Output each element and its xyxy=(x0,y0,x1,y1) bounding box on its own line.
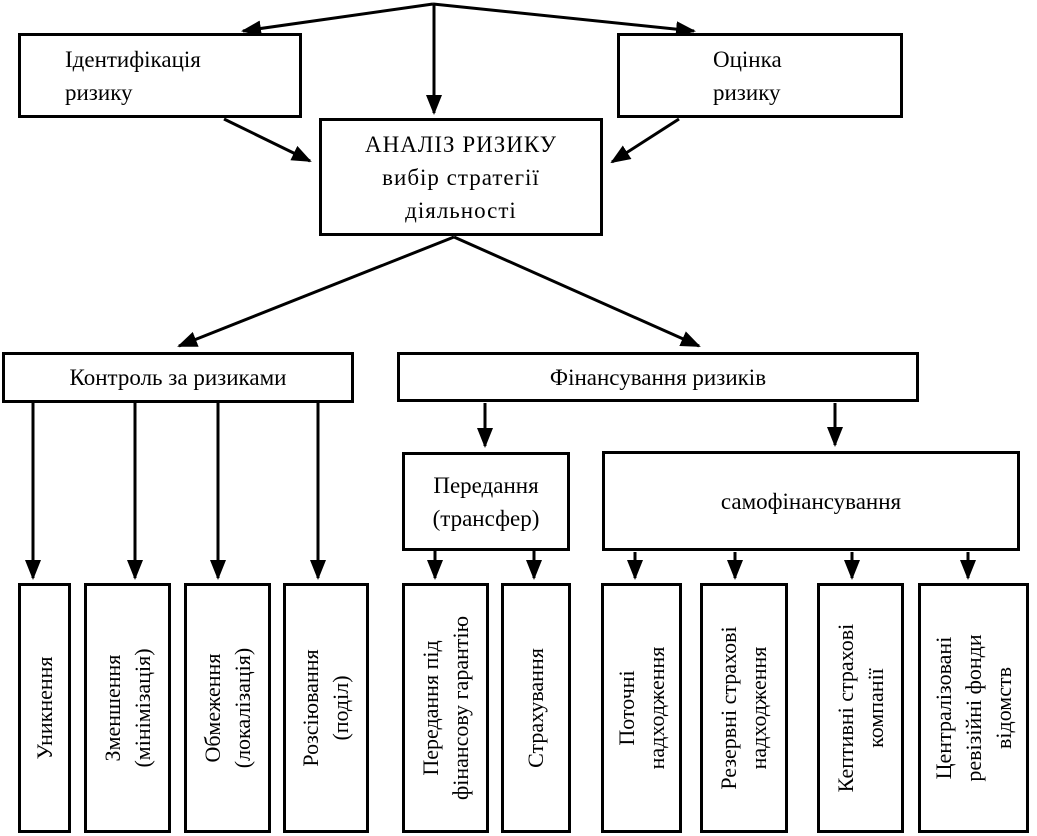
node-label: Уникнення xyxy=(31,656,57,760)
node-label: Передання під фінансову гарантію xyxy=(417,615,473,801)
node-risk-analysis: АНАЛІЗ РИЗИКУ вибір стратегії діяльності xyxy=(319,118,603,236)
node-avoidance: Уникнення xyxy=(18,583,71,833)
node-label: самофінансування xyxy=(720,488,902,514)
node-risk-identification: Ідентифікація ризику xyxy=(18,33,302,118)
node-transfer-under-guarantee: Передання під фінансову гарантію xyxy=(402,583,489,833)
node-label: Фінансування ризиків xyxy=(549,364,767,390)
node-centralized-funds: Централізовані ревізійні фонди відомств xyxy=(918,583,1029,833)
connector xyxy=(223,117,312,163)
node-label: Резервні страхові надходження xyxy=(716,626,771,790)
connector xyxy=(432,2,696,38)
node-label: Поточні надходження xyxy=(613,646,669,770)
node-label: АНАЛІЗ РИЗИКУ вибір стратегії діяльності xyxy=(364,131,558,223)
connector xyxy=(177,235,455,348)
connector xyxy=(453,235,701,348)
node-label: Зменшення (мінімізація) xyxy=(99,648,155,768)
node-current-income: Поточні надходження xyxy=(601,583,682,833)
node-label: Ідентифікація ризику xyxy=(65,46,201,105)
node-insurance: Страхування xyxy=(501,583,571,833)
node-label: Оцінка ризику xyxy=(713,46,782,105)
node-label: Контроль за ризиками xyxy=(69,365,287,390)
connector xyxy=(610,117,680,164)
node-label: Кептивні страхові компанії xyxy=(832,623,888,793)
node-limitation: Обмеження (локалізація) xyxy=(184,583,271,833)
node-transfer: Передання (трансфер) xyxy=(402,452,570,551)
node-label: Обмеження (локалізація) xyxy=(199,647,255,769)
node-risk-assessment: Оцінка ризику xyxy=(617,33,903,118)
node-label: Централізовані ревізійні фонди відомств xyxy=(930,634,1016,782)
node-label: Передання (трансфер) xyxy=(432,472,540,531)
connector xyxy=(241,2,434,37)
node-risk-financing: Фінансування ризиків xyxy=(397,352,919,402)
node-reduction: Зменшення (мінімізація) xyxy=(84,583,171,833)
node-risk-control: Контроль за ризиками xyxy=(2,352,354,403)
node-captive-insurance-companies: Кептивні страхові компанії xyxy=(817,583,904,833)
node-dispersion: Розсіювання (поділ) xyxy=(283,583,369,833)
node-label: Розсіювання (поділ) xyxy=(298,649,353,767)
node-self-financing: самофінансування xyxy=(602,451,1020,551)
node-reserve-insurance-income: Резервні страхові надходження xyxy=(700,583,788,833)
node-label: Страхування xyxy=(523,648,548,768)
